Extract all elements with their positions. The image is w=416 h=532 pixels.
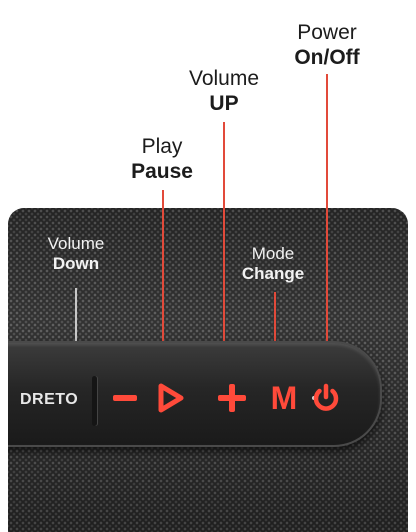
panel-groove [92, 376, 97, 426]
volume-down-label: Volume Down [48, 234, 105, 275]
speaker-body: Volume Down Mode Change DRETO M [8, 208, 408, 532]
mode-leader-line [274, 292, 276, 372]
volume-down-label-line2: Down [52, 254, 100, 274]
power-label-line1: Power [297, 21, 357, 44]
volume-up-button[interactable] [218, 384, 246, 412]
power-label: Power On/Off [294, 20, 359, 70]
power-leader-line-top [326, 74, 328, 208]
volume-up-leader-line-top [223, 122, 225, 208]
mode-label-line1: Mode [251, 244, 295, 263]
volume-down-leader-line [75, 288, 77, 383]
volume-down-button[interactable] [113, 395, 137, 401]
play-label: Play Pause [131, 134, 193, 184]
play-leader-line-top [162, 190, 164, 208]
volume-up-label-line1: Volume [188, 67, 260, 90]
play-icon [158, 383, 184, 413]
play-label-line1: Play [141, 135, 183, 158]
power-leader-line [326, 208, 328, 373]
play-label-line2: Pause [131, 160, 193, 184]
volume-up-label-line2: UP [209, 92, 239, 116]
volume-up-label: Volume UP [189, 66, 259, 116]
mode-label-line2: Change [241, 264, 305, 284]
mode-button[interactable]: M [270, 380, 298, 416]
power-button[interactable] [310, 382, 342, 414]
play-pause-button[interactable] [155, 383, 185, 413]
brand-logo-text: DRETO [20, 391, 79, 408]
power-label-line2: On/Off [294, 46, 360, 70]
volume-down-label-line1: Volume [47, 234, 105, 253]
power-icon [313, 383, 339, 411]
play-leader-line [162, 208, 164, 371]
mode-label: Mode Change [242, 244, 304, 285]
volume-up-leader-line [223, 208, 225, 373]
